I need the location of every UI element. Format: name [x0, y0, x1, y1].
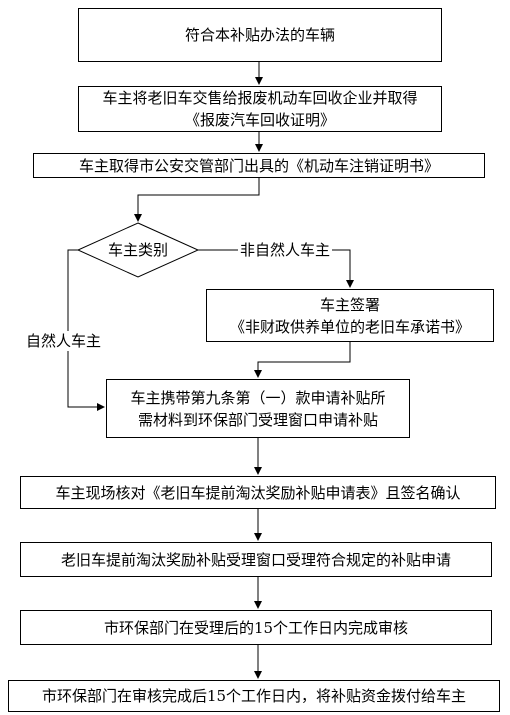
step-apply-text-line2: 需材料到环保部门受理窗口申请补贴 [137, 410, 378, 429]
step-review-text: 市环保部门在受理后的15个工作日内完成审核 [103, 618, 409, 637]
step-verify-text: 车主现场核对《老旧车提前淘汰奖励补贴申请表》且签名确认 [55, 483, 461, 502]
step-accept-box: 老旧车提前淘汰奖励补贴受理窗口受理符合规定的补贴申请 [20, 542, 492, 577]
arrow-deregister-to-decision [134, 178, 260, 222]
step-accept-text: 老旧车提前淘汰奖励补贴受理窗口受理符合规定的补贴申请 [60, 550, 451, 569]
step-eligible-box: 符合本补贴办法的车辆 [78, 8, 442, 62]
step-sell-text-line2: 《报废汽车回收证明》 [184, 111, 335, 129]
step-deregister-box: 车主取得市公安交管部门出具的《机动车注销证明书》 [33, 153, 485, 178]
arrow-decision-to-apply [67, 249, 105, 411]
decision-diamond [76, 222, 200, 278]
step-sign-text-line2: 《非财政供养单位的老旧车承诺书》 [229, 317, 470, 336]
step-payment-text: 市环保部门在审核完成后15个工作日内，将补贴资金拨付给车主 [41, 687, 467, 705]
step-apply-text-line1: 车主携带第九条第（一）款申请补贴所 [130, 388, 386, 407]
step-apply-box: 车主携带第九条第（一）款申请补贴所 需材料到环保部门受理窗口申请补贴 [106, 379, 410, 438]
branch-non-natural-label: 非自然人车主 [238, 240, 333, 260]
step-review-box: 市环保部门在受理后的15个工作日内完成审核 [20, 610, 492, 645]
step-sign-box: 车主签署 《非财政供养单位的老旧车承诺书》 [206, 289, 494, 342]
step-sell-box: 车主将老旧车交售给报废机动车回收企业并取得 《报废汽车回收证明》 [78, 86, 442, 132]
step-sell-text-line1: 车主将老旧车交售给报废机动车回收企业并取得 [102, 89, 418, 107]
step-sign-text-line1: 车主签署 [319, 295, 380, 314]
arrow-sign-to-apply [254, 342, 351, 378]
step-deregister-text: 车主取得市公安交管部门出具的《机动车注销证明书》 [78, 156, 439, 175]
branch-natural-label: 自然人车主 [24, 331, 104, 351]
step-eligible-text: 符合本补贴办法的车辆 [184, 26, 335, 44]
step-payment-box: 市环保部门在审核完成后15个工作日内，将补贴资金拨付给车主 [8, 680, 500, 712]
step-verify-box: 车主现场核对《老旧车提前淘汰奖励补贴申请表》且签名确认 [20, 476, 496, 509]
decision-owner-type-label: 车主类别 [107, 241, 168, 259]
